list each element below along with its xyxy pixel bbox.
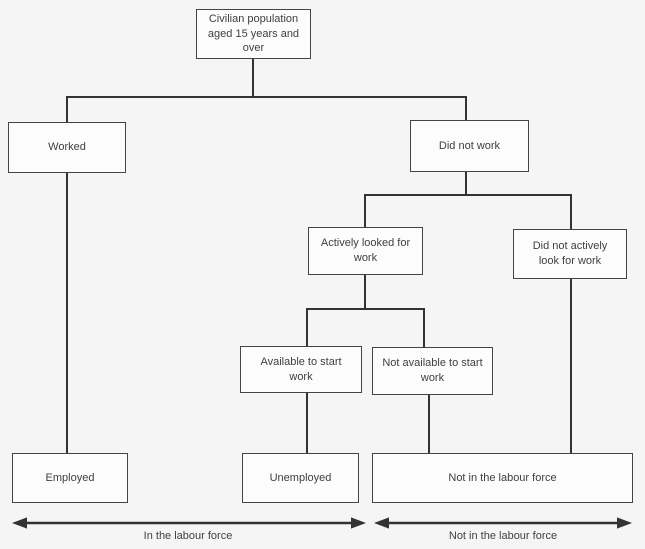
connector-worked-to-employed <box>66 172 68 454</box>
in-labour-force-arrow <box>12 517 366 529</box>
connector-branch-level2 <box>364 194 572 196</box>
not-in-labour-force-label: Not in the labour force <box>448 530 558 542</box>
connector-to-available <box>306 308 308 347</box>
connector-branch-level1 <box>66 96 467 98</box>
node-did-not-work: Did not work <box>410 120 529 172</box>
connector-not-available-to-nilf <box>428 394 430 454</box>
connector-to-not-available <box>423 308 425 348</box>
node-worked: Worked <box>8 122 126 173</box>
connector-actively-down <box>364 274 366 310</box>
node-did-not-actively-look-for-work: Did not actively look for work <box>513 229 627 279</box>
connector-available-to-unemployed <box>306 392 308 454</box>
node-unemployed: Unemployed <box>242 453 359 503</box>
node-actively-looked-for-work: Actively looked for work <box>308 227 423 275</box>
node-not-available-to-start-work: Not available to start work <box>372 347 493 395</box>
connector-to-did-not-work <box>465 96 467 122</box>
labour-force-span-arrows <box>12 517 632 529</box>
in-labour-force-label: In the labour force <box>143 530 233 542</box>
connector-branch-level3 <box>306 308 425 310</box>
node-civilian-population: Civilian population aged 15 years and ov… <box>196 9 311 59</box>
connector-to-worked <box>66 96 68 123</box>
connector-to-actively-looked <box>364 194 366 228</box>
node-not-in-the-labour-force: Not in the labour force <box>372 453 633 503</box>
connector-did-not-actively-to-nilf <box>570 278 572 454</box>
connector-to-did-not-actively <box>570 194 572 230</box>
node-available-to-start-work: Available to start work <box>240 346 362 393</box>
node-employed: Employed <box>12 453 128 503</box>
connector-did-not-work-down <box>465 171 467 196</box>
not-in-labour-force-arrow <box>374 517 632 529</box>
connector-civ-down <box>252 58 254 98</box>
